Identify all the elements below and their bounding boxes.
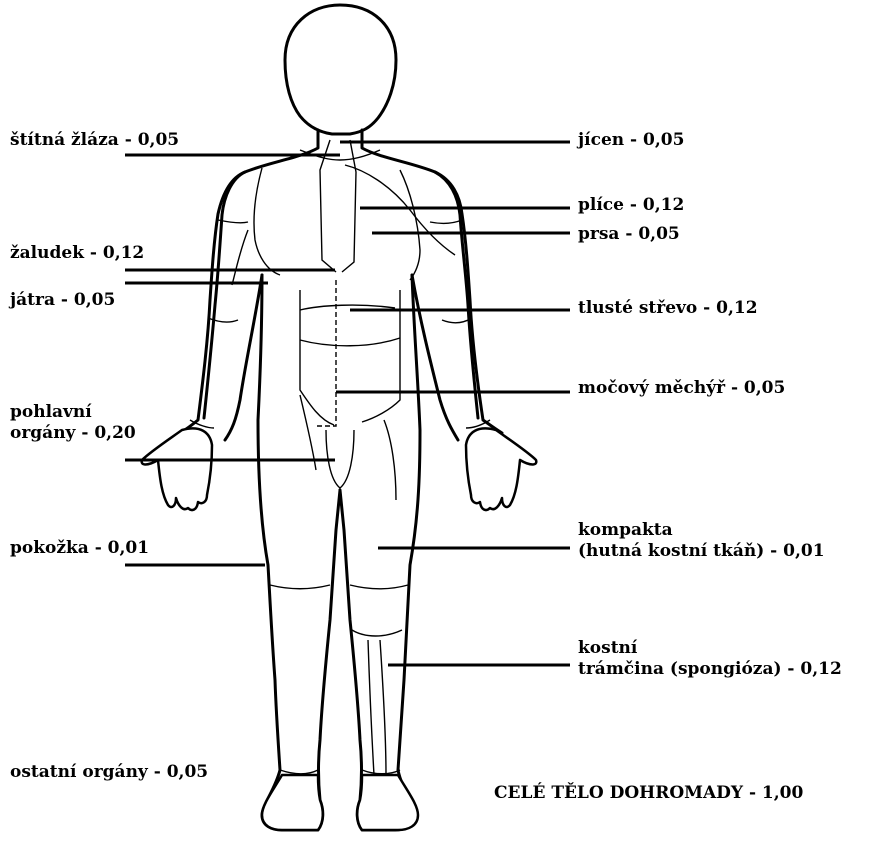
right-hand <box>466 428 536 510</box>
label-mocovy-mechyr: močový měchýř - 0,05 <box>578 378 785 399</box>
label-jicen: jícen - 0,05 <box>578 130 684 151</box>
label-kostni-line1: kostní <box>578 638 842 659</box>
label-pohlavni-line1: pohlavní <box>10 402 136 423</box>
head-outline <box>285 5 396 134</box>
label-stitna-zlaza: štítná žláza - 0,05 <box>10 130 179 151</box>
label-pokozka: pokožka - 0,01 <box>10 538 149 559</box>
label-tluste-strevo: tlusté střevo - 0,12 <box>578 298 758 319</box>
label-plice: plíce - 0,12 <box>578 195 684 216</box>
label-total: CELÉ TĚLO DOHROMADY - 1,00 <box>494 783 803 804</box>
label-kompakta-line1: kompakta <box>578 520 825 541</box>
label-zaludek: žaludek - 0,12 <box>10 243 144 264</box>
label-prsa: prsa - 0,05 <box>578 224 680 245</box>
label-pohlavni-organy: pohlavní orgány - 0,20 <box>10 402 136 444</box>
label-kostni-line2: trámčina (spongióza) - 0,12 <box>578 659 842 680</box>
label-kompakta-line2: (hutná kostní tkáň) - 0,01 <box>578 541 825 562</box>
label-kompakta: kompakta (hutná kostní tkáň) - 0,01 <box>578 520 825 562</box>
right-foot <box>357 775 418 830</box>
left-hand <box>142 428 212 510</box>
label-kostni-tramcina: kostní trámčina (spongióza) - 0,12 <box>578 638 842 680</box>
label-ostatni-organy: ostatní orgány - 0,05 <box>10 762 208 783</box>
label-pohlavni-line2: orgány - 0,20 <box>10 423 136 444</box>
label-jatra: játra - 0,05 <box>10 290 115 311</box>
left-foot <box>262 775 323 830</box>
